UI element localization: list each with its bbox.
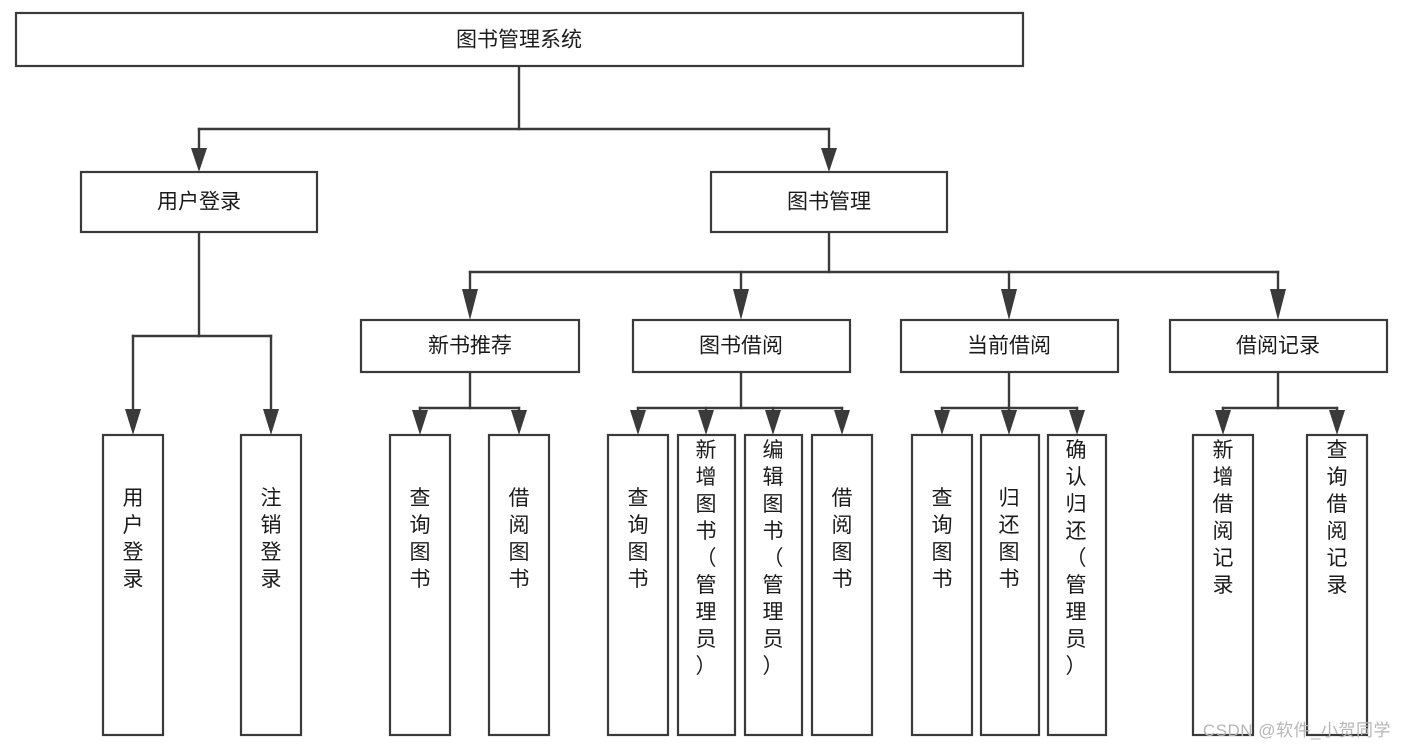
leaf-confirm-return-label: 确认归还（管理员）: [1066, 439, 1087, 678]
node-book-borrow[interactable]: 图书借阅: [631, 318, 852, 374]
leaf-query-book-recommend[interactable]: 查询图书: [388, 433, 452, 737]
arrow-head-leaf-edit-book: [765, 410, 781, 435]
leaf-confirm-return[interactable]: 确认归还（管理员）: [1046, 433, 1108, 737]
leaf-add-book-box[interactable]: [676, 433, 737, 737]
leaf-query-book-current[interactable]: 查询图书: [910, 433, 974, 737]
leaf-query-book-borrow-label: 查询图书: [628, 487, 649, 591]
leaf-return-book-label: 归还图书: [999, 487, 1020, 591]
arrow-head-current-borrow: [1001, 289, 1017, 320]
leaf-borrow-book-recommend[interactable]: 借阅图书: [487, 433, 551, 737]
node-user-login-label: 用户登录: [157, 191, 241, 214]
arrow-head-borrow-record: [1270, 289, 1286, 320]
leaf-return-book-box[interactable]: [979, 433, 1041, 737]
node-book-borrow-label: 图书借阅: [699, 335, 783, 358]
arrow-head-leaf-borrow-book-2: [834, 410, 850, 435]
node-book-manage-label: 图书管理: [787, 191, 871, 214]
leaf-logout-box[interactable]: [239, 433, 303, 737]
leaf-user-login[interactable]: 用户登录: [101, 433, 165, 737]
leaf-query-book-current-box[interactable]: [910, 433, 974, 737]
arrow-head-leaf-add-record: [1215, 410, 1231, 435]
arrow-head-leaf-query-book-2: [630, 410, 646, 435]
arrow-head-book-borrow: [733, 289, 749, 320]
leaf-borrow-book-borrow-label: 借阅图书: [832, 487, 853, 591]
arrow-head-leaf-query-book-1: [412, 410, 428, 435]
node-borrow-record-box[interactable]: [1168, 318, 1389, 374]
leaf-borrow-book-borrow[interactable]: 借阅图书: [810, 433, 874, 737]
arrow-head-user-login: [191, 148, 207, 172]
leaf-query-book-recommend-label: 查询图书: [410, 487, 431, 591]
leaf-add-borrow-record[interactable]: 新增借阅记录: [1191, 433, 1255, 737]
node-book-manage-box[interactable]: [709, 170, 949, 234]
node-root-system-box[interactable]: [14, 11, 1025, 68]
leaf-query-borrow-record-box[interactable]: [1305, 433, 1369, 737]
leaf-query-borrow-record[interactable]: 查询借阅记录: [1305, 433, 1369, 737]
node-book-manage[interactable]: 图书管理: [709, 170, 949, 234]
leaf-logout[interactable]: 注销登录: [239, 433, 303, 737]
node-user-login-box[interactable]: [79, 170, 319, 234]
leaf-borrow-book-borrow-box[interactable]: [810, 433, 874, 737]
leaf-add-borrow-record-label: 新增借阅记录: [1213, 439, 1234, 597]
arrow-head-leaf-borrow-book-1: [511, 410, 527, 435]
leaf-query-book-borrow[interactable]: 查询图书: [606, 433, 670, 737]
arrow-head-leaf-user-login: [125, 409, 141, 435]
node-current-borrow[interactable]: 当前借阅: [899, 318, 1120, 374]
leaf-borrow-book-recommend-box[interactable]: [487, 433, 551, 737]
leaf-query-book-recommend-box[interactable]: [388, 433, 452, 737]
leaf-query-borrow-record-label: 查询借阅记录: [1327, 439, 1348, 597]
leaf-confirm-return-box[interactable]: [1046, 433, 1108, 737]
leaf-query-book-current-label: 查询图书: [932, 487, 953, 591]
leaf-borrow-book-recommend-label: 借阅图书: [509, 487, 530, 591]
leaf-user-login-box[interactable]: [101, 433, 165, 737]
node-root-system-label: 图书管理系统: [456, 29, 582, 52]
arrow-head-leaf-query-record: [1329, 410, 1345, 435]
leaf-edit-book-box[interactable]: [743, 433, 804, 737]
arrow-head-leaf-add-book: [698, 410, 714, 435]
node-borrow-record[interactable]: 借阅记录: [1168, 318, 1389, 374]
leaf-return-book[interactable]: 归还图书: [979, 433, 1041, 737]
arrow-head-leaf-query-book-3: [934, 410, 950, 435]
connector-layer: [125, 64, 1345, 435]
leaf-add-borrow-record-box[interactable]: [1191, 433, 1255, 737]
node-new-book-recommend[interactable]: 新书推荐: [359, 318, 581, 374]
node-borrow-record-label: 借阅记录: [1236, 335, 1320, 358]
arrow-head-leaf-return-book: [1001, 410, 1017, 435]
node-new-book-recommend-label: 新书推荐: [428, 335, 512, 358]
leaf-edit-book-label: 编辑图书（管理员）: [763, 439, 784, 678]
leaf-query-book-borrow-box[interactable]: [606, 433, 670, 737]
arrow-head-new-book-recommend: [462, 289, 478, 320]
leaf-edit-book[interactable]: 编辑图书（管理员）: [743, 433, 804, 737]
node-current-borrow-label: 当前借阅: [967, 335, 1051, 358]
leaf-logout-label: 注销登录: [261, 487, 282, 591]
node-root-system[interactable]: 图书管理系统: [14, 11, 1025, 68]
node-book-borrow-box[interactable]: [631, 318, 852, 374]
node-user-login[interactable]: 用户登录: [79, 170, 319, 234]
leaf-add-book-label: 新增图书（管理员）: [696, 439, 717, 678]
arrow-head-leaf-confirm-return: [1069, 410, 1085, 435]
node-current-borrow-box[interactable]: [899, 318, 1120, 374]
arrow-head-book-manage: [821, 148, 837, 172]
leaf-add-book[interactable]: 新增图书（管理员）: [676, 433, 737, 737]
leaf-user-login-label: 用户登录: [123, 487, 144, 591]
arrow-head-leaf-logout: [263, 409, 279, 435]
node-new-book-recommend-box[interactable]: [359, 318, 581, 374]
